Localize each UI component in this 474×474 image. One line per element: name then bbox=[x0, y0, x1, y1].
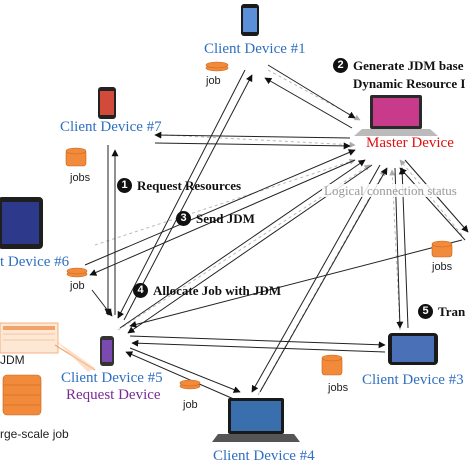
step-5-text: Tran bbox=[438, 304, 466, 319]
client-device-3-jobs-label: jobs bbox=[328, 382, 349, 394]
request-panel bbox=[0, 322, 96, 416]
client-device-6-job-label: job bbox=[70, 280, 85, 292]
step-4-number: 4 bbox=[133, 283, 148, 298]
client-device-1-job-label: job bbox=[206, 75, 221, 87]
master-device-label: Master Device bbox=[366, 135, 454, 151]
job-stack-client-1 bbox=[205, 61, 229, 72]
client-device-7-label: Client Device #7 bbox=[60, 119, 162, 135]
data-flow-arrows bbox=[84, 64, 469, 401]
step-1-number: 1 bbox=[117, 178, 132, 193]
step-2-line2: Dynamic Resource I bbox=[353, 76, 466, 91]
client-device-3-tablet-icon bbox=[388, 333, 438, 365]
client-device-1-label: Client Device #1 bbox=[204, 41, 306, 57]
job-stack-client-7 bbox=[65, 147, 87, 167]
job-stack-right bbox=[431, 240, 453, 258]
step-1-label: 1 Request Resources bbox=[117, 178, 241, 193]
right-device-jobs-label: jobs bbox=[432, 261, 453, 273]
step-3-label: 3 Send JDM bbox=[176, 211, 255, 226]
job-stack-client-4 bbox=[179, 379, 201, 390]
client-device-7-phone-icon bbox=[98, 87, 116, 119]
client-device-5-label: Client Device #5 bbox=[61, 370, 163, 386]
client-device-7-jobs-label: jobs bbox=[70, 172, 91, 184]
step-4-label: 4 Allocate Job with JDM bbox=[133, 283, 281, 298]
client-device-1-phone-icon bbox=[241, 4, 259, 36]
jdm-label: JDM bbox=[0, 353, 25, 367]
client-device-6-tablet-icon bbox=[0, 197, 43, 249]
step-5-label: 5 Tran bbox=[418, 304, 465, 319]
client-device-6-label: t Device #6 bbox=[0, 254, 70, 270]
job-stack-client-6 bbox=[66, 267, 88, 278]
step-3-text: Send JDM bbox=[196, 211, 255, 226]
step-2-number: 2 bbox=[333, 58, 348, 73]
large-scale-job-label: rge-scale job bbox=[0, 427, 69, 441]
client-device-4-laptop-icon bbox=[212, 398, 300, 442]
logical-connection-status: Logical connection status bbox=[322, 183, 459, 198]
step-2-line1: Generate JDM base bbox=[353, 58, 464, 73]
client-device-5-phone-icon bbox=[100, 336, 114, 366]
step-2-label: 2 Generate JDM base bbox=[333, 58, 463, 73]
client-device-4-job-label: job bbox=[183, 399, 198, 411]
step-3-number: 3 bbox=[176, 211, 191, 226]
request-device-label: Request Device bbox=[66, 387, 161, 403]
master-device-laptop-icon bbox=[354, 95, 438, 136]
client-device-3-label: Client Device #3 bbox=[362, 372, 464, 388]
step-1-text: Request Resources bbox=[137, 178, 242, 193]
client-device-4-label: Client Device #4 bbox=[213, 448, 315, 464]
job-stack-client-3 bbox=[321, 354, 343, 376]
step-4-text: Allocate Job with JDM bbox=[153, 283, 282, 298]
step-5-number: 5 bbox=[418, 304, 433, 319]
